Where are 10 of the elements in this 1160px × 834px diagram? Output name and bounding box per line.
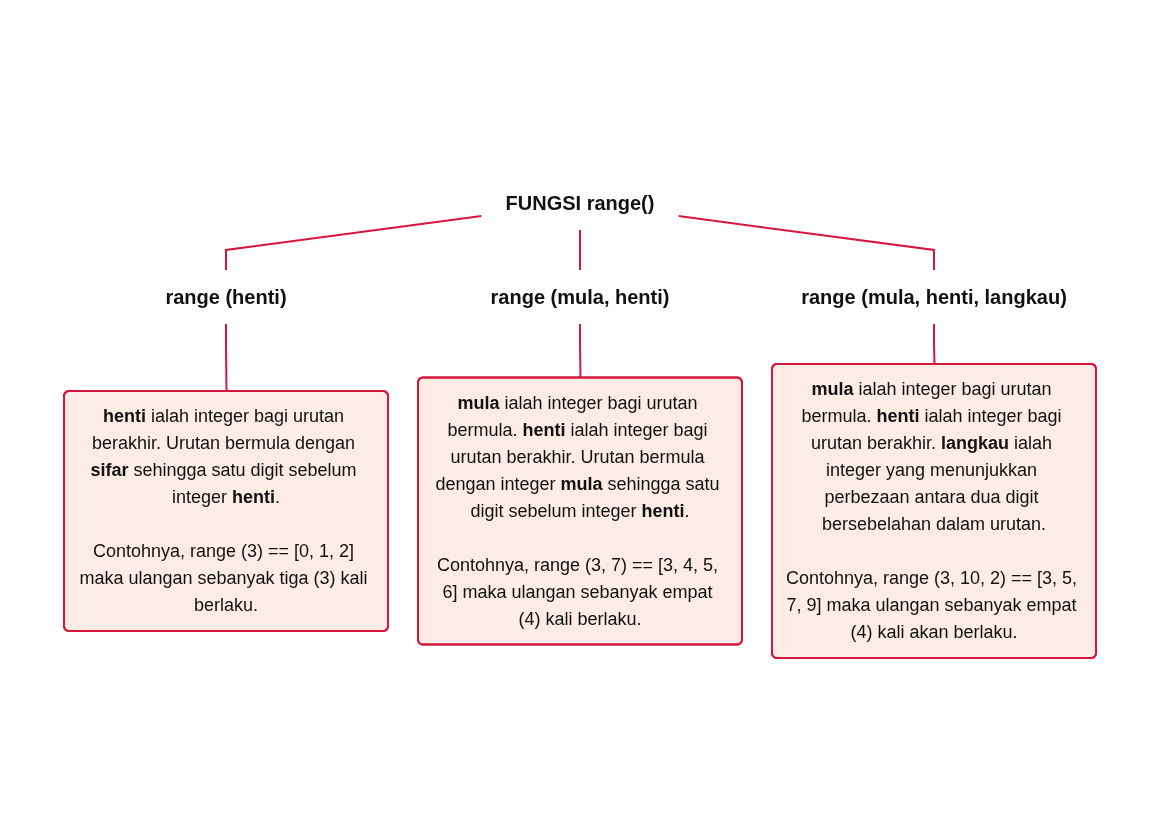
connector: [579, 229, 581, 271]
connector: [225, 323, 228, 393]
connector: [933, 323, 936, 366]
node-text: FUNGSI range(): [505, 192, 655, 214]
connector: [579, 323, 582, 379]
connector: [677, 215, 935, 271]
connector: [225, 215, 483, 271]
node-text: range (henti): [165, 286, 287, 308]
node-text: range (mula, henti, langkau): [801, 286, 1067, 308]
node-text: range (mula, henti): [490, 286, 670, 308]
